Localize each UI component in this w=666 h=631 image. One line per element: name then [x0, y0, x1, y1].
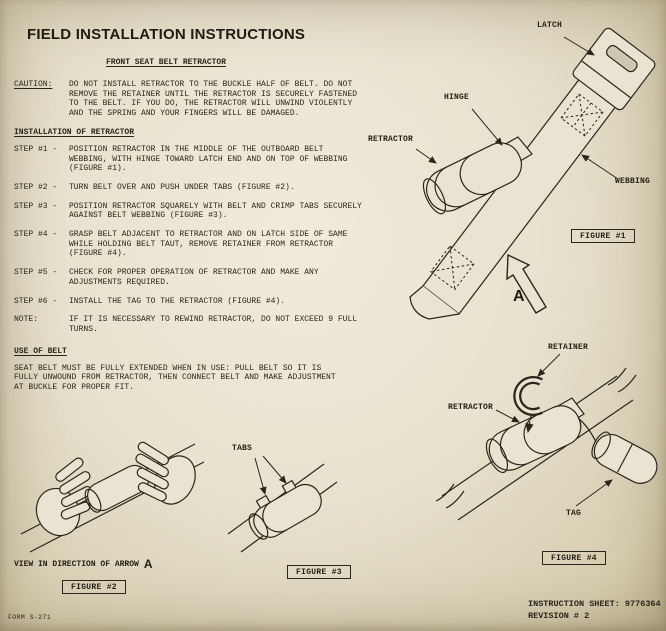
caution-text: DO NOT INSTALL RETRACTOR TO THE BUCKLE H…	[69, 80, 358, 119]
step-label: STEP #3 -	[14, 201, 58, 211]
latch-label: LATCH	[537, 21, 563, 30]
hinge-label: HINGE	[444, 93, 470, 102]
text-column: FIELD INSTALLATION INSTRUCTIONS FRONT SE…	[14, 20, 364, 402]
step-item-6: STEP #6 - INSTALL THE TAG TO THE RETRACT…	[14, 297, 364, 307]
note-block: NOTE: IF IT IS NECESSARY TO REWIND RETRA…	[14, 315, 364, 334]
figure1-caption: FIGURE #1	[571, 229, 635, 243]
page-title: FIELD INSTALLATION INSTRUCTIONS	[27, 26, 306, 43]
step-item-4: STEP #4 - GRASP BELT ADJACENT TO RETRACT…	[14, 230, 364, 259]
retractor-cylinder-fig3	[248, 479, 322, 540]
webbing-label: WEBBING	[615, 177, 651, 186]
figure3-illustration	[227, 455, 338, 553]
step-text: TURN BELT OVER AND PUSH UNDER TABS (FIGU…	[69, 182, 295, 192]
retainer-label: RETAINER	[548, 343, 589, 352]
direction-arrow	[506, 253, 547, 314]
note-text: IF IT IS NECESSARY TO REWIND RETRACTOR, …	[69, 315, 358, 334]
retractor-label-fig1: RETRACTOR	[368, 135, 414, 144]
figure2-caption: FIGURE #2	[62, 580, 126, 594]
use-of-belt-text: SEAT BELT MUST BE FULLY EXTENDED WHEN IN…	[14, 363, 336, 393]
stitch-pattern-lower	[430, 245, 475, 291]
step-text: GRASP BELT ADJACENT TO RETRACTOR AND ON …	[69, 230, 348, 259]
arrow-letter-a-fig1: A	[513, 288, 525, 305]
tabs-label: TABS	[232, 444, 253, 453]
tag-cylinder	[591, 431, 658, 484]
step-text: POSITION RETRACTOR SQUARELY WITH BELT AN…	[69, 201, 362, 221]
retractor-cylinder	[422, 142, 523, 215]
section-heading-installation: INSTALLATION OF RETRACTOR	[14, 127, 135, 137]
step-text: CHECK FOR PROPER OPERATION OF RETRACTOR …	[69, 268, 319, 287]
figure3-leader-lines	[254, 455, 287, 495]
retractor-label-fig4: RETRACTOR	[448, 403, 494, 412]
figure4-illustration	[435, 353, 658, 521]
view-direction-text: VIEW IN DIRECTION OF ARROW	[14, 559, 139, 569]
figure1-illustration	[409, 27, 656, 320]
figure4-caption: FIGURE #4	[542, 551, 606, 565]
section-heading-use-of-belt: USE OF BELT	[14, 346, 67, 356]
step-label: STEP #1 -	[14, 144, 58, 154]
tag-label: TAG	[566, 509, 582, 518]
figure2-illustration	[20, 441, 205, 553]
step-item-3: STEP #3 - POSITION RETRACTOR SQUARELY WI…	[14, 202, 364, 221]
view-direction-note: VIEW IN DIRECTION OF ARROW A	[14, 558, 153, 570]
caution-block: CAUTION: DO NOT INSTALL RETRACTOR TO THE…	[14, 80, 364, 119]
step-label: STEP #4 -	[14, 230, 58, 240]
step-label: STEP #2 -	[14, 182, 58, 192]
retainer-clip-inner	[515, 378, 542, 414]
instruction-sheet-number: INSTRUCTION SHEET: 9776364	[528, 599, 661, 609]
belt-end-fold	[409, 285, 460, 320]
hand-right	[135, 441, 196, 505]
step-label: STEP #5 -	[14, 268, 58, 278]
step-text: INSTALL THE TAG TO THE RETRACTOR (FIGURE…	[69, 296, 286, 306]
doc-subtitle: FRONT SEAT BELT RETRACTOR	[106, 58, 227, 67]
retainer-pull-line	[525, 415, 534, 434]
hand-left	[35, 457, 93, 537]
caution-label: CAUTION:	[14, 80, 53, 89]
tag-string	[577, 417, 597, 443]
figure3-caption: FIGURE #3	[287, 565, 351, 579]
arrow-letter-a-fig2: A	[143, 557, 153, 571]
figure4-leader-lines	[495, 353, 613, 507]
revision-number: REVISION # 2	[528, 611, 590, 621]
step-item-1: STEP #1 - POSITION RETRACTOR IN THE MIDD…	[14, 145, 364, 174]
step-text: POSITION RETRACTOR IN THE MIDDLE OF THE …	[69, 144, 348, 174]
note-label: NOTE:	[14, 315, 39, 325]
step-item-5: STEP #5 - CHECK FOR PROPER OPERATION OF …	[14, 268, 364, 287]
step-label: STEP #6 -	[14, 296, 58, 306]
step-item-2: STEP #2 - TURN BELT OVER AND PUSH UNDER …	[14, 183, 364, 193]
figure1-leader-lines	[415, 36, 619, 180]
form-number: FORM S-271	[8, 614, 52, 621]
